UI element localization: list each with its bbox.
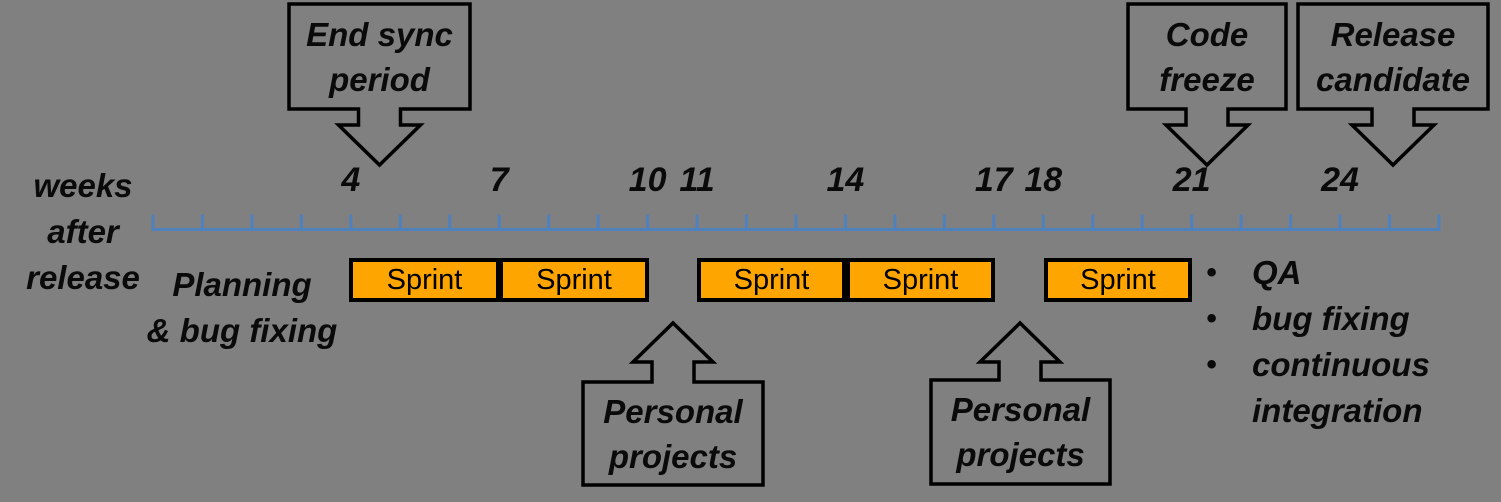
callout-text-line: End sync (306, 15, 453, 53)
callout-text-line: freeze (1159, 60, 1255, 98)
down-arrow-callout-release-candidate (1296, 2, 1490, 168)
week-label-18: 18 (1024, 161, 1063, 199)
up-arrow-callout-personal-projects-2 (929, 320, 1112, 486)
callout-text-line: projects (956, 436, 1085, 473)
sprint-bar-5: Sprint (1044, 258, 1192, 302)
up-arrow-callout-personal-projects-1 (581, 320, 765, 487)
bullet-item-qa: • QA (1206, 250, 1470, 296)
callout-text-line: Code (1165, 15, 1249, 53)
timeline-ticks (151, 214, 1441, 230)
callout-personal-projects-2: Personal projects (931, 380, 1110, 484)
sprint-bar-3: Sprint (697, 258, 846, 302)
callout-personal-projects-1: Personal projects (583, 382, 763, 485)
sprint-bar-4: Sprint (846, 258, 995, 302)
callout-text-line: Release (1330, 15, 1456, 53)
callout-text-line: projects (608, 437, 738, 475)
bullet-item-continuous-integration: • continuous integration (1206, 342, 1470, 434)
callout-end-sync-period: End sync period (289, 4, 470, 109)
week-label-7: 7 (489, 161, 509, 199)
bullet-icon: • (1206, 256, 1217, 289)
axis-caption-line: after (47, 213, 119, 250)
week-label-11: 11 (679, 161, 715, 199)
sprint-bar-2: Sprint (499, 258, 649, 302)
callout-text-line: period (329, 60, 430, 98)
week-label-14: 14 (826, 161, 865, 199)
axis-caption-line: release (26, 259, 140, 296)
callout-release-candidate: Release candidate (1298, 4, 1488, 109)
phase-label-planning: Planning & bug fixing (117, 262, 367, 354)
down-arrow-callout-code-freeze (1126, 2, 1288, 168)
activity-bullet-list: • QA • bug fixing • continuous integrati… (1206, 250, 1470, 434)
callout-text-line: candidate (1315, 60, 1471, 98)
callout-text-line: Personal (603, 392, 743, 430)
week-label-4: 4 (341, 161, 361, 199)
phase-label-line: Planning (172, 266, 312, 303)
week-label-17: 17 (974, 161, 1013, 199)
week-label-10: 10 (628, 161, 667, 199)
bullet-item-bug-fixing: • bug fixing (1206, 296, 1470, 342)
phase-label-line: & bug fixing (146, 312, 338, 349)
down-arrow-callout-end-sync (287, 2, 472, 168)
callout-code-freeze: Code freeze (1128, 4, 1286, 109)
axis-caption-line: weeks (33, 167, 133, 204)
sprint-bar-1: Sprint (349, 258, 500, 302)
bullet-text: continuous integration (1252, 346, 1430, 429)
bullet-icon: • (1206, 302, 1217, 335)
callout-text-line: Personal (950, 391, 1091, 428)
bullet-text: bug fixing (1252, 300, 1410, 337)
axis-caption: weeks after release (8, 163, 158, 301)
week-label-24: 24 (1321, 161, 1359, 199)
bullet-icon: • (1206, 348, 1217, 381)
week-label-21: 21 (1172, 161, 1211, 199)
bullet-text: QA (1252, 254, 1302, 291)
